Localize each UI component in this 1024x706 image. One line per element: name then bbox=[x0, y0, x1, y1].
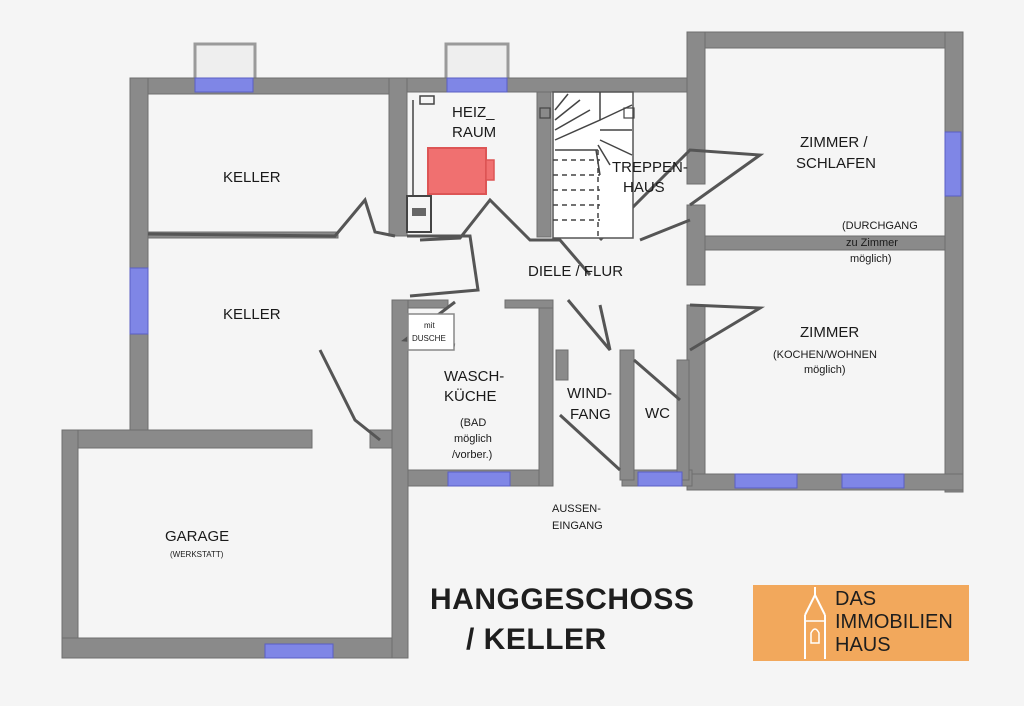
room-labels: KELLER KELLER GARAGE (WERKSTATT) HEIZ_ R… bbox=[165, 104, 918, 559]
room-note-bad-3: /vorber.) bbox=[452, 449, 492, 461]
room-label-windfang-1: WIND- bbox=[567, 385, 612, 402]
room-label-waschkueche-1: WASCH- bbox=[444, 368, 504, 385]
room-note-zimmer-1: (KOCHEN/WOHNEN bbox=[773, 349, 877, 361]
room-label-dusche-2: DUSCHE bbox=[412, 334, 446, 343]
room-label-schlafen-2: SCHLAFEN bbox=[796, 155, 876, 172]
room-note-durchgang-1: (DURCHGANG bbox=[842, 220, 918, 232]
room-label-heizraum-2: RAUM bbox=[452, 124, 496, 141]
room-label-garage: GARAGE bbox=[165, 528, 229, 545]
room-label-diele: DIELE / FLUR bbox=[528, 263, 623, 280]
room-label-treppenhaus-1: TREPPEN- bbox=[612, 159, 688, 176]
walls bbox=[61, 31, 964, 659]
plan-title-line1: HANGGESCHOSS bbox=[430, 583, 695, 616]
light-well-left bbox=[193, 42, 257, 82]
plan-title-line2: / KELLER bbox=[466, 623, 607, 656]
room-note-bad-2: möglich bbox=[454, 433, 492, 445]
room-label-keller-top: KELLER bbox=[223, 169, 281, 186]
room-note-bad-1: (BAD bbox=[460, 417, 486, 429]
room-label-keller-bottom: KELLER bbox=[223, 306, 281, 323]
staircase bbox=[539, 91, 635, 239]
room-note-zimmer-2: möglich) bbox=[804, 364, 846, 376]
shower-box bbox=[407, 313, 455, 351]
room-note-durchgang-2: zu Zimmer bbox=[846, 237, 898, 249]
heater-unit bbox=[427, 147, 487, 195]
room-label-zimmer: ZIMMER bbox=[800, 324, 859, 341]
entrance-label-2: EINGANG bbox=[552, 520, 603, 532]
company-logo: DAS IMMOBILIEN HAUS bbox=[753, 585, 969, 661]
interior-lines bbox=[147, 148, 766, 472]
room-label-heizraum-1: HEIZ_ bbox=[452, 104, 495, 121]
room-label-wc: WC bbox=[645, 405, 670, 422]
tower-logo-icon bbox=[804, 587, 826, 659]
logo-text-line2: IMMOBILIEN bbox=[835, 611, 953, 633]
room-label-waschkueche-2: KÜCHE bbox=[444, 387, 497, 405]
windows bbox=[129, 77, 962, 659]
room-label-windfang-2: FANG bbox=[570, 406, 611, 423]
room-label-dusche-1: mit bbox=[424, 321, 435, 330]
room-note-garage: (WERKSTATT) bbox=[170, 550, 224, 559]
room-label-treppenhaus-2: HAUS bbox=[623, 179, 665, 196]
heating-equipment bbox=[406, 95, 495, 233]
room-note-durchgang-3: möglich) bbox=[850, 253, 892, 265]
logo-text-line1: DAS bbox=[835, 588, 877, 610]
light-well-middle bbox=[444, 42, 510, 82]
entrance-label-1: AUSSEN- bbox=[552, 503, 601, 515]
room-label-schlafen-1: ZIMMER / bbox=[800, 134, 868, 151]
logo-text-line3: HAUS bbox=[835, 634, 891, 656]
